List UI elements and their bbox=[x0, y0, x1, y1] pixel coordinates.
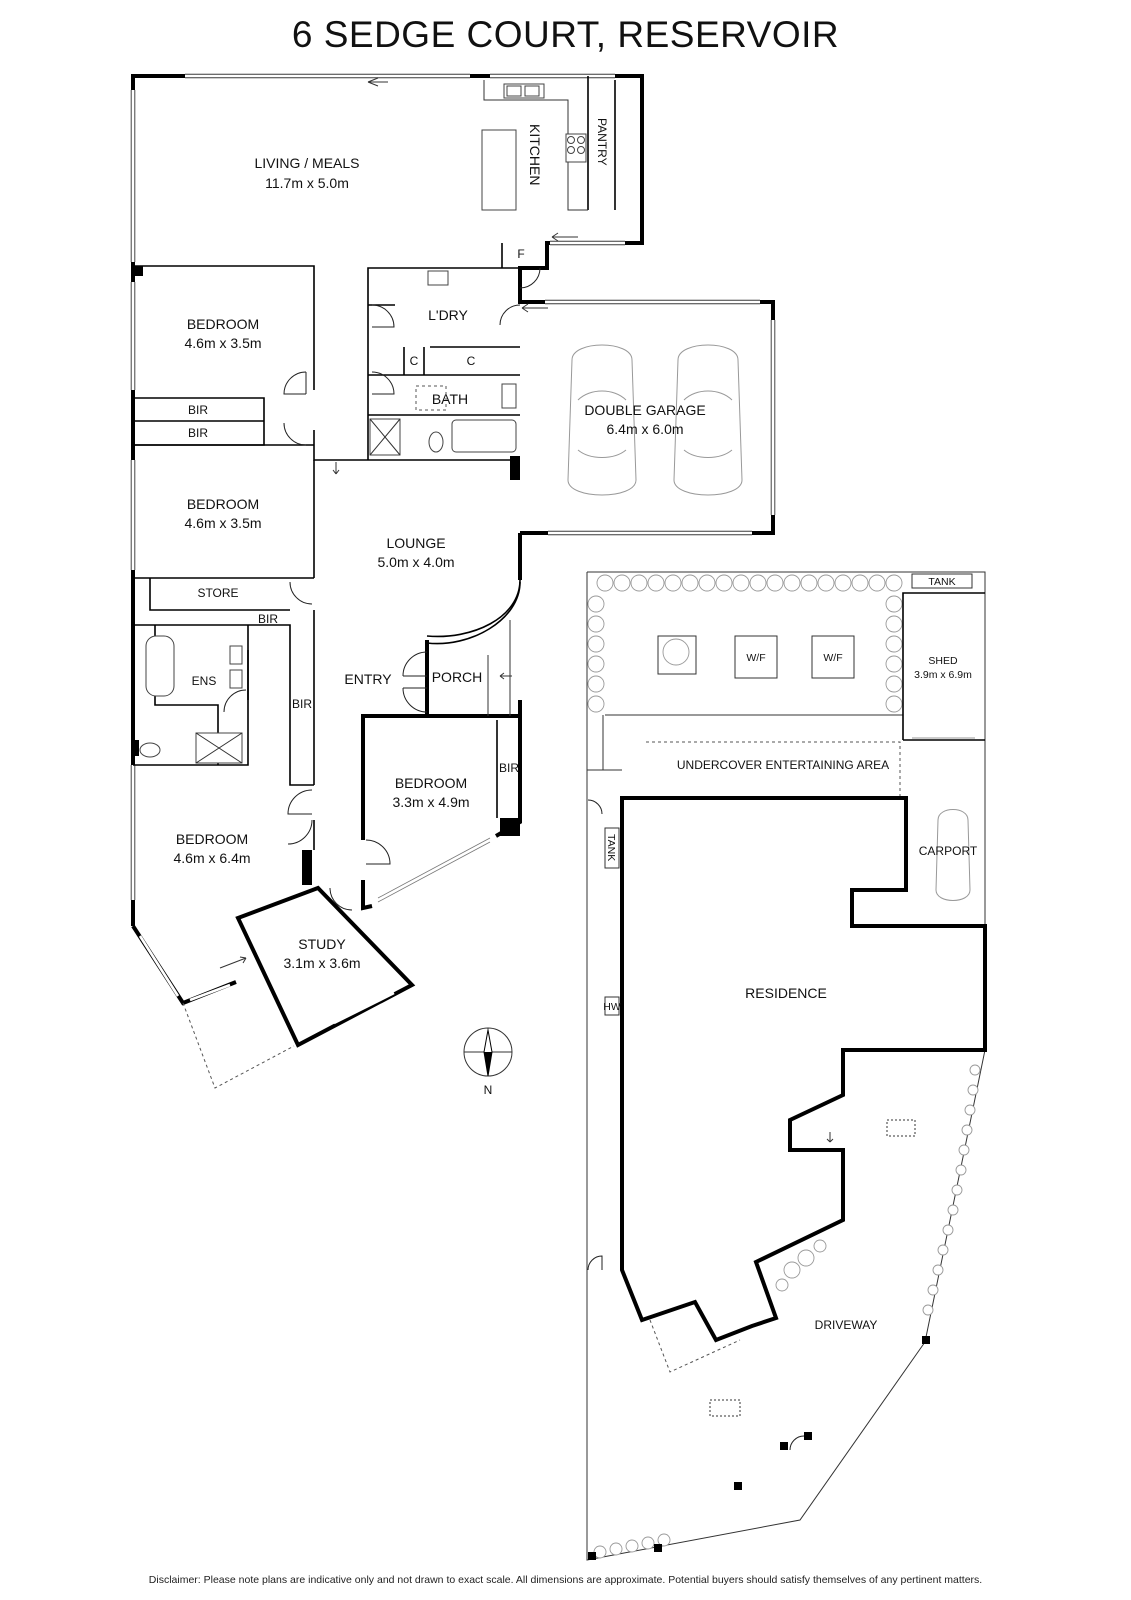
garden-shrubs bbox=[587, 574, 981, 1559]
windows bbox=[130, 73, 776, 1025]
porch-label: PORCH bbox=[432, 669, 483, 685]
tank1-label: TANK bbox=[928, 576, 955, 588]
store-label: STORE bbox=[197, 586, 238, 600]
bedroom4-dims: 4.6m x 6.4m bbox=[173, 850, 250, 866]
driveway-label: DRIVEWAY bbox=[815, 1318, 878, 1332]
bir2-label: BIR bbox=[188, 426, 208, 440]
room-labels: LIVING / MEALS 11.7m x 5.0m KITCHEN PANT… bbox=[173, 118, 705, 971]
residence-outline bbox=[620, 796, 987, 1343]
living-dims: 11.7m x 5.0m bbox=[265, 175, 349, 191]
entertaining-label: UNDERCOVER ENTERTAINING AREA bbox=[677, 758, 889, 772]
wf2-label: W/F bbox=[823, 652, 842, 664]
bedroom3-name: BEDROOM bbox=[395, 775, 467, 791]
shed-name: SHED bbox=[928, 655, 958, 667]
disclaimer: Disclaimer: Please note plans are indica… bbox=[148, 1574, 983, 1586]
interior-walls bbox=[133, 76, 616, 850]
plan-title: 6 SEDGE COURT, RESERVOIR bbox=[291, 14, 840, 55]
bir1-label: BIR bbox=[188, 403, 208, 417]
bedroom1-name: BEDROOM bbox=[187, 316, 259, 332]
pantry-name: PANTRY bbox=[595, 118, 609, 166]
site-boundary bbox=[586, 571, 986, 1561]
driveway-posts bbox=[587, 799, 930, 1560]
bedroom2-name: BEDROOM bbox=[187, 496, 259, 512]
carport-car bbox=[935, 809, 971, 901]
shed-dims: 3.9m x 6.9m bbox=[914, 669, 972, 681]
doors bbox=[223, 267, 541, 911]
compass-label: N bbox=[484, 1083, 493, 1097]
bir5-label: BIR bbox=[499, 761, 519, 775]
wet-area-fixtures bbox=[139, 270, 517, 969]
hw-label: HW bbox=[603, 1001, 621, 1013]
lounge-name: LOUNGE bbox=[386, 535, 445, 551]
cupboard-label-1: C bbox=[410, 354, 419, 368]
ens-label: ENS bbox=[192, 674, 217, 688]
study-name: STUDY bbox=[298, 936, 346, 952]
carport-label: CARPORT bbox=[919, 844, 978, 858]
garage-dims: 6.4m x 6.0m bbox=[606, 421, 683, 437]
bir4-label: BIR bbox=[292, 697, 312, 711]
garage-cars bbox=[567, 344, 743, 496]
compass-icon bbox=[463, 1027, 513, 1077]
site-structures bbox=[604, 573, 985, 1016]
bedroom1-dims: 4.6m x 3.5m bbox=[184, 335, 261, 351]
bedroom2-dims: 4.6m x 3.5m bbox=[184, 515, 261, 531]
study-dims: 3.1m x 3.6m bbox=[283, 955, 360, 971]
deck-outline bbox=[182, 1002, 295, 1089]
entry-label: ENTRY bbox=[344, 671, 392, 687]
tank2-label: TANK bbox=[605, 834, 617, 861]
residence-label: RESIDENCE bbox=[745, 985, 827, 1001]
site-labels: TANK SHED 3.9m x 6.9m W/F W/F UNDERCOVER… bbox=[484, 576, 978, 1332]
bedroom3-dims: 3.3m x 4.9m bbox=[392, 794, 469, 810]
laundry-name: L'DRY bbox=[428, 307, 468, 323]
bedroom4-name: BEDROOM bbox=[176, 831, 248, 847]
pavers bbox=[709, 1119, 916, 1417]
cupboard-label-2: C bbox=[467, 354, 476, 368]
wf1-label: W/F bbox=[746, 652, 765, 664]
kitchen-fixtures bbox=[367, 77, 588, 313]
garage-name: DOUBLE GARAGE bbox=[584, 402, 705, 418]
fridge-label: F bbox=[517, 247, 524, 261]
kitchen-name: KITCHEN bbox=[527, 124, 543, 185]
bath-name: BATH bbox=[432, 391, 468, 407]
living-name: LIVING / MEALS bbox=[254, 155, 359, 171]
lounge-dims: 5.0m x 4.0m bbox=[377, 554, 454, 570]
residence-dashed-area bbox=[649, 1319, 741, 1373]
bir3-label: BIR bbox=[258, 612, 278, 626]
